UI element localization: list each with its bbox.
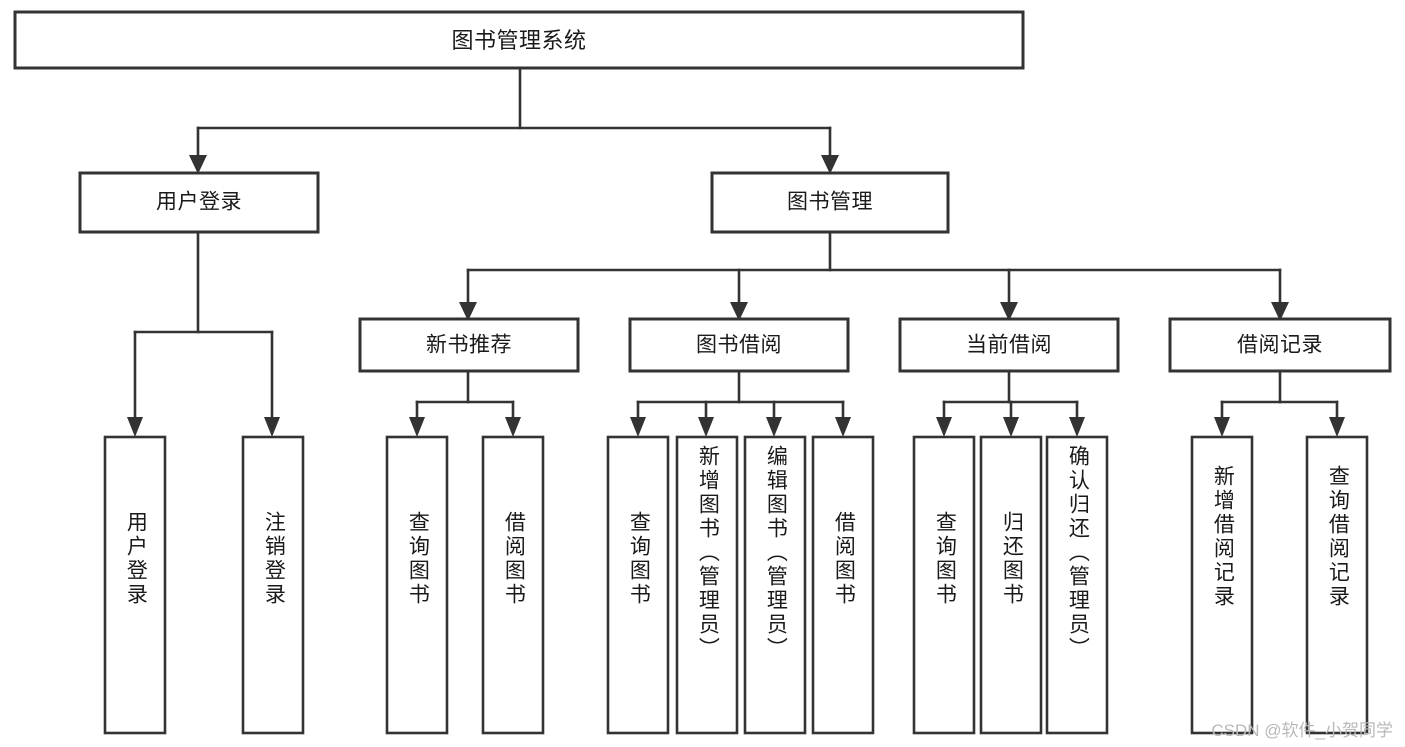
connector-group-borrow-record (1214, 369, 1345, 437)
node-book-borrow[interactable]: 图书借阅 (628, 317, 850, 373)
leaf-borrow-book-1-box[interactable] (481, 435, 545, 735)
node-root[interactable]: 图书管理系统 (13, 10, 1025, 70)
arrow-head-leaf-user-login (127, 417, 143, 437)
leaf-query-book-3-box[interactable] (912, 435, 976, 735)
arrow-head-new-book-recommend (459, 302, 477, 321)
node-root-box[interactable] (13, 10, 1025, 70)
leaf-return-book-box[interactable] (979, 435, 1043, 735)
node-root-label: 图书管理系统 (451, 28, 586, 53)
leaf-logout-login-box[interactable] (241, 435, 305, 735)
arrow-head-book-borrow (730, 302, 748, 321)
connector-group-book-manage (459, 230, 1289, 321)
node-borrow-record-label: 借阅记录 (1237, 334, 1323, 357)
connector-group-root (189, 66, 839, 174)
leaf-boxes (103, 435, 1369, 735)
arrow-head-leaf-borrow-book-2 (835, 417, 851, 437)
leaf-add-book-box[interactable] (675, 435, 739, 735)
arrow-head-leaf-logout-login (264, 417, 280, 437)
connector-group-book-borrow (630, 369, 851, 437)
leaf-confirm-return-box[interactable] (1045, 435, 1109, 735)
arrow-head-leaf-confirm-return (1069, 417, 1085, 437)
node-user-login-box[interactable] (78, 171, 320, 234)
arrow-head-leaf-query-book-1 (409, 417, 425, 437)
arrow-head-leaf-edit-book (766, 417, 782, 437)
node-book-borrow-label: 图书借阅 (696, 334, 782, 357)
leaf-query-book-2-box[interactable] (606, 435, 670, 735)
node-book-manage[interactable]: 图书管理 (710, 171, 950, 234)
leaf-edit-book-box[interactable] (743, 435, 807, 735)
leaf-add-record-box[interactable] (1190, 435, 1254, 735)
node-borrow-record[interactable]: 借阅记录 (1168, 317, 1392, 373)
arrow-head-borrow-record (1271, 302, 1289, 321)
node-user-login-label: 用户登录 (156, 191, 242, 214)
node-current-borrow-box[interactable] (898, 317, 1120, 373)
arrow-head-leaf-query-book-3 (936, 417, 952, 437)
node-new-book-recommend-label: 新书推荐 (426, 334, 512, 357)
arrow-head-book-manage (821, 155, 839, 174)
node-user-login[interactable]: 用户登录 (78, 171, 320, 234)
leaf-query-book-1-box[interactable] (385, 435, 449, 735)
leaf-user-login-box[interactable] (103, 435, 167, 735)
connector-group-new-book-recommend (409, 369, 521, 437)
node-book-manage-box[interactable] (710, 171, 950, 234)
connector-group-user-login (127, 230, 280, 437)
node-book-manage-label: 图书管理 (787, 191, 873, 214)
arrow-head-leaf-query-book-2 (630, 417, 646, 437)
node-current-borrow-label: 当前借阅 (966, 334, 1052, 357)
arrow-head-leaf-add-book (698, 417, 714, 437)
arrow-head-leaf-query-record (1329, 417, 1345, 437)
node-book-borrow-box[interactable] (628, 317, 850, 373)
leaf-query-record-box[interactable] (1305, 435, 1369, 735)
node-new-book-recommend-box[interactable] (358, 317, 580, 373)
arrow-head-user-login (189, 155, 207, 174)
arrow-head-leaf-borrow-book-1 (505, 417, 521, 437)
leaf-borrow-book-2-box[interactable] (811, 435, 875, 735)
arrow-head-leaf-return-book (1003, 417, 1019, 437)
watermark-text: CSDN @软件_小贺同学 (1211, 721, 1393, 740)
arrow-head-leaf-add-record (1214, 417, 1230, 437)
node-new-book-recommend[interactable]: 新书推荐 (358, 317, 580, 373)
arrow-head-current-borrow (1000, 302, 1018, 321)
node-borrow-record-box[interactable] (1168, 317, 1392, 373)
node-current-borrow[interactable]: 当前借阅 (898, 317, 1120, 373)
connector-group-current-borrow (936, 369, 1085, 437)
